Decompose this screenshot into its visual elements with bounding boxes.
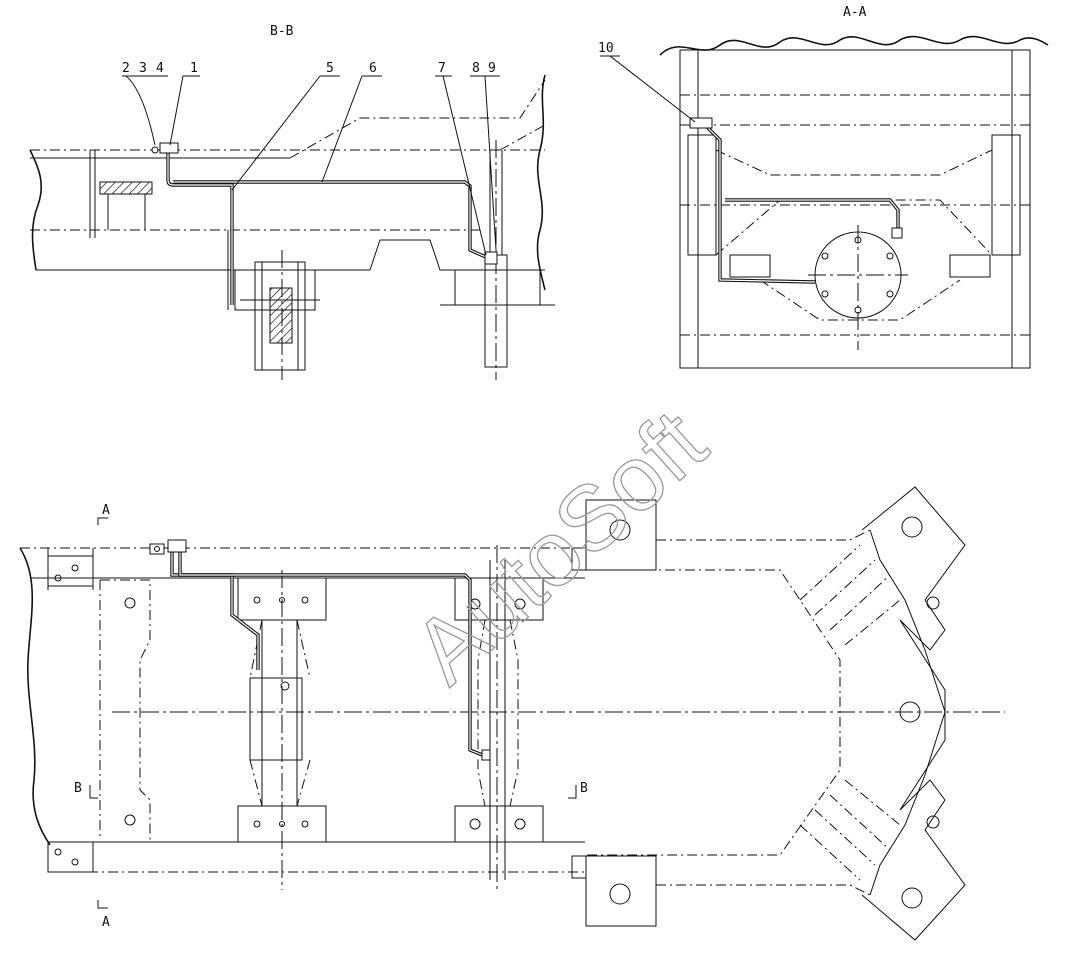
plan-view: A A B B — [19, 486, 1005, 941]
cut-mark-b-left — [89, 785, 98, 799]
section-aa-view: A-A 10 — [598, 5, 1049, 369]
callout-4: 4 — [156, 61, 164, 76]
break-line-top — [659, 35, 1049, 56]
section-aa-title: A-A — [843, 5, 867, 20]
cut-label-b-right: B — [580, 781, 588, 796]
callout-5: 5 — [326, 61, 334, 76]
break-line-right — [536, 74, 546, 291]
callout-7: 7 — [438, 61, 446, 76]
cut-label-a-top: A — [102, 503, 110, 518]
callout-9: 9 — [488, 61, 496, 76]
cut-label-b-left: B — [74, 781, 82, 796]
break-line-plan — [19, 547, 51, 846]
section-bb-title: B-B — [270, 24, 294, 39]
cut-mark-a-bottom — [97, 900, 108, 909]
section-bb-view: B-B — [29, 24, 555, 380]
callout-6: 6 — [369, 61, 377, 76]
callout-10: 10 — [598, 41, 614, 56]
callout-2: 2 — [122, 61, 130, 76]
callout-3: 3 — [139, 61, 147, 76]
cut-mark-a-top — [97, 517, 108, 525]
callout-8: 8 — [472, 61, 480, 76]
callout-1: 1 — [190, 61, 198, 76]
cut-mark-b-right — [568, 785, 577, 799]
watermark: AutoSoft — [395, 391, 726, 703]
break-line-left — [29, 149, 42, 271]
cut-label-a-bottom: A — [102, 915, 110, 930]
